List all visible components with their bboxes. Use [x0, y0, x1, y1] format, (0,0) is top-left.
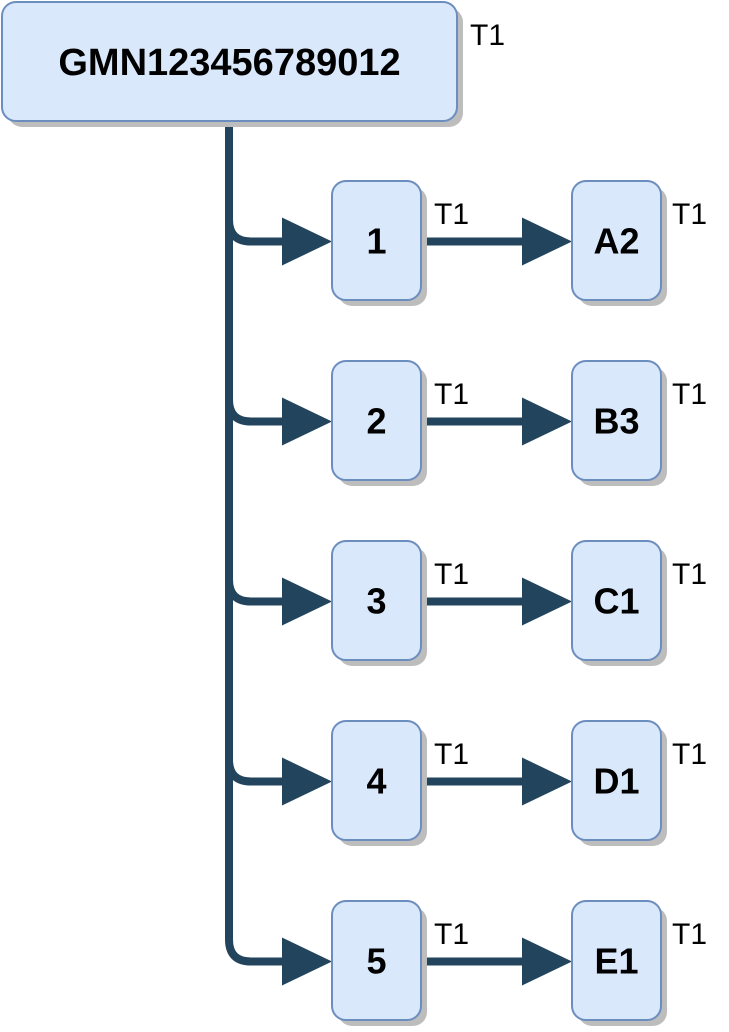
node-d1[interactable]: D1 — [571, 720, 667, 846]
edge-root-to-3 — [225, 571, 284, 606]
node-5-label: 5 — [366, 940, 386, 981]
node-3-label: 3 — [366, 580, 386, 621]
node-c1[interactable]: C1 — [571, 540, 667, 666]
root-node-box — [1, 1, 458, 122]
arrowhead-root-to-3 — [282, 577, 332, 626]
node-e1-label: E1 — [594, 940, 638, 981]
node-2[interactable]: 2 — [331, 360, 427, 486]
node-2-label: 2 — [366, 400, 386, 441]
node-e1-tag: T1 — [672, 918, 707, 951]
root-node-tag: T1 — [470, 19, 505, 52]
node-d1-box — [571, 720, 662, 841]
node-b3-label: B3 — [593, 400, 639, 441]
node-d1-tag: T1 — [672, 738, 707, 771]
arrowhead-root-to-1 — [282, 217, 332, 266]
node-2-box — [331, 360, 422, 481]
node-e1-box — [571, 900, 662, 1021]
edge-root-to-2 — [225, 391, 284, 426]
node-5-tag: T1 — [434, 918, 469, 951]
arrowhead-1-to-right — [522, 217, 572, 266]
node-4-label: 4 — [366, 760, 386, 801]
edge-root-to-1 — [225, 121, 284, 246]
nodes-layer: GMN123456789012T11T1A2T12T1B3T13T1C1T14T… — [1, 1, 707, 1026]
arrowhead-4-to-right — [522, 757, 572, 806]
node-5-box — [331, 900, 422, 1021]
node-d1-label: D1 — [593, 760, 639, 801]
node-b3[interactable]: B3 — [571, 360, 667, 486]
edge-root-to-5 — [225, 931, 284, 966]
node-b3-box — [571, 360, 662, 481]
node-e1[interactable]: E1 — [571, 900, 667, 1026]
root-node[interactable]: GMN123456789012 — [1, 1, 463, 127]
node-1-label: 1 — [366, 220, 386, 261]
edge-root-to-4 — [225, 751, 284, 786]
node-a2-tag: T1 — [672, 198, 707, 231]
node-1-box — [331, 180, 422, 301]
edges-layer — [225, 121, 572, 986]
arrowhead-root-to-4 — [282, 757, 332, 806]
arrowhead-root-to-2 — [282, 397, 332, 446]
node-a2[interactable]: A2 — [571, 180, 667, 306]
node-4-box — [331, 720, 422, 841]
node-c1-label: C1 — [593, 580, 639, 621]
node-4[interactable]: 4 — [331, 720, 427, 846]
node-1-tag: T1 — [434, 198, 469, 231]
node-3-box — [331, 540, 422, 661]
arrowhead-3-to-right — [522, 577, 572, 626]
node-b3-tag: T1 — [672, 378, 707, 411]
arrowhead-root-to-5 — [282, 937, 332, 986]
node-c1-box — [571, 540, 662, 661]
arrowhead-2-to-right — [522, 397, 572, 446]
node-2-tag: T1 — [434, 378, 469, 411]
node-c1-tag: T1 — [672, 558, 707, 591]
node-3[interactable]: 3 — [331, 540, 427, 666]
node-a2-box — [571, 180, 662, 301]
root-node-label: GMN123456789012 — [58, 42, 400, 84]
node-a2-label: A2 — [593, 220, 639, 261]
node-4-tag: T1 — [434, 738, 469, 771]
node-5[interactable]: 5 — [331, 900, 427, 1026]
node-3-tag: T1 — [434, 558, 469, 591]
arrowhead-5-to-right — [522, 937, 572, 986]
node-1[interactable]: 1 — [331, 180, 427, 306]
